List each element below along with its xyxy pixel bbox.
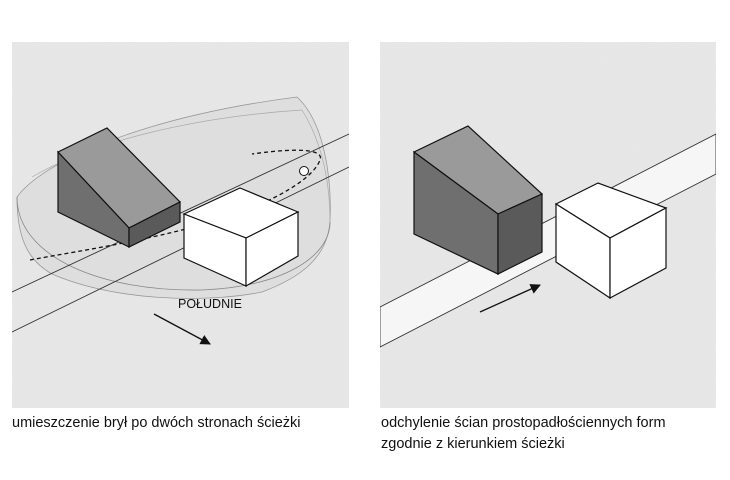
dark-block-side bbox=[497, 193, 543, 275]
caption-right: odchylenie ścian prostopadłościennych fo… bbox=[381, 413, 721, 455]
diagram-left-svg: POŁUDNIE bbox=[12, 42, 349, 408]
caption-left: umieszczenie brył po dwóch stronach ście… bbox=[12, 415, 301, 431]
horizon-ellipse bbox=[16, 196, 331, 291]
diagram-panel-left: POŁUDNIE bbox=[12, 42, 349, 408]
diagram-panel-right bbox=[380, 42, 716, 408]
white-block-side bbox=[245, 211, 299, 288]
south-arrow bbox=[153, 313, 211, 345]
path-direction-arrow bbox=[479, 284, 541, 313]
white-block-side bbox=[609, 206, 667, 300]
south-label: POŁUDNIE bbox=[178, 297, 242, 311]
dark-block-side bbox=[128, 201, 181, 248]
caption-right-line1: odchylenie ścian prostopadłościennych fo… bbox=[381, 415, 666, 431]
diagram-right-svg bbox=[380, 42, 716, 408]
path-edge-lower bbox=[12, 166, 349, 333]
caption-right-line2: zgodnie z kierunkiem ścieżki bbox=[381, 436, 565, 452]
sun-marker bbox=[299, 166, 309, 176]
